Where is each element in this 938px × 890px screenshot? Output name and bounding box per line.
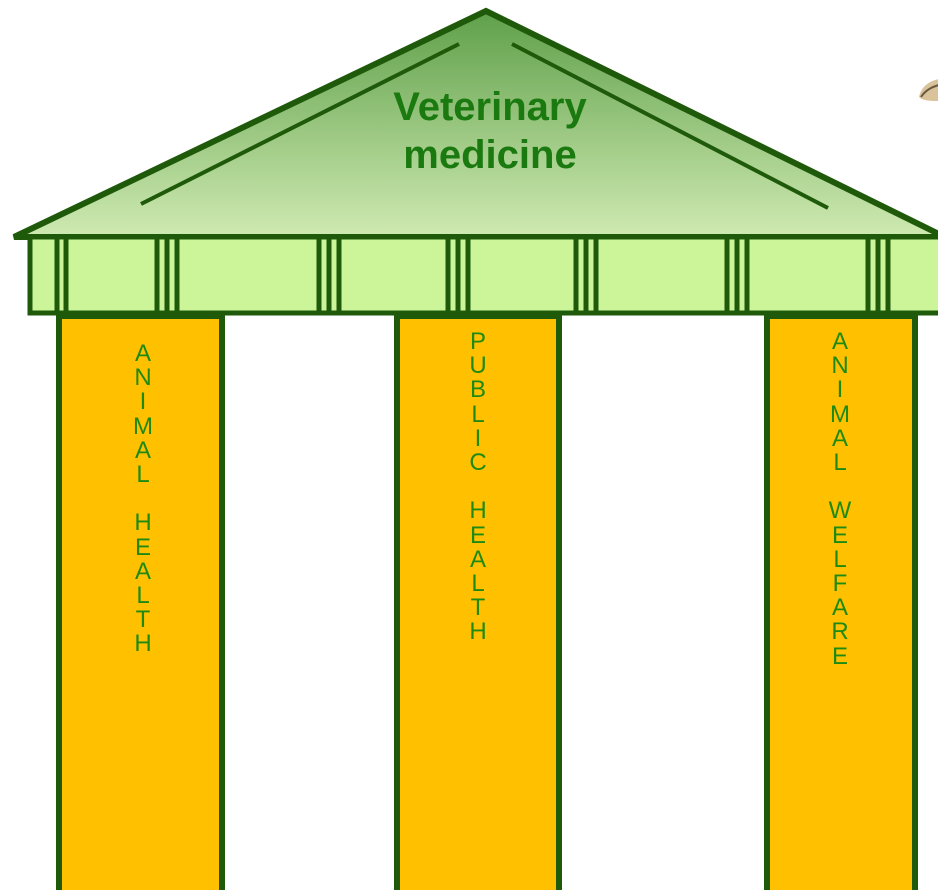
roof-title-line1: Veterinary [330, 84, 650, 130]
pillar-label-animal-health: A N I M A L H E A L T H [113, 342, 173, 657]
cropped-image-fragment-icon [915, 75, 938, 105]
roof-title: Veterinary medicine [330, 84, 650, 178]
pillar-label-public-health: P U B L I C H E A L T H [448, 330, 508, 645]
frieze [30, 237, 938, 313]
pillar-label-animal-welfare: A N I M A L W E L F A R E [810, 330, 870, 669]
roof-title-line2: medicine [330, 132, 650, 178]
